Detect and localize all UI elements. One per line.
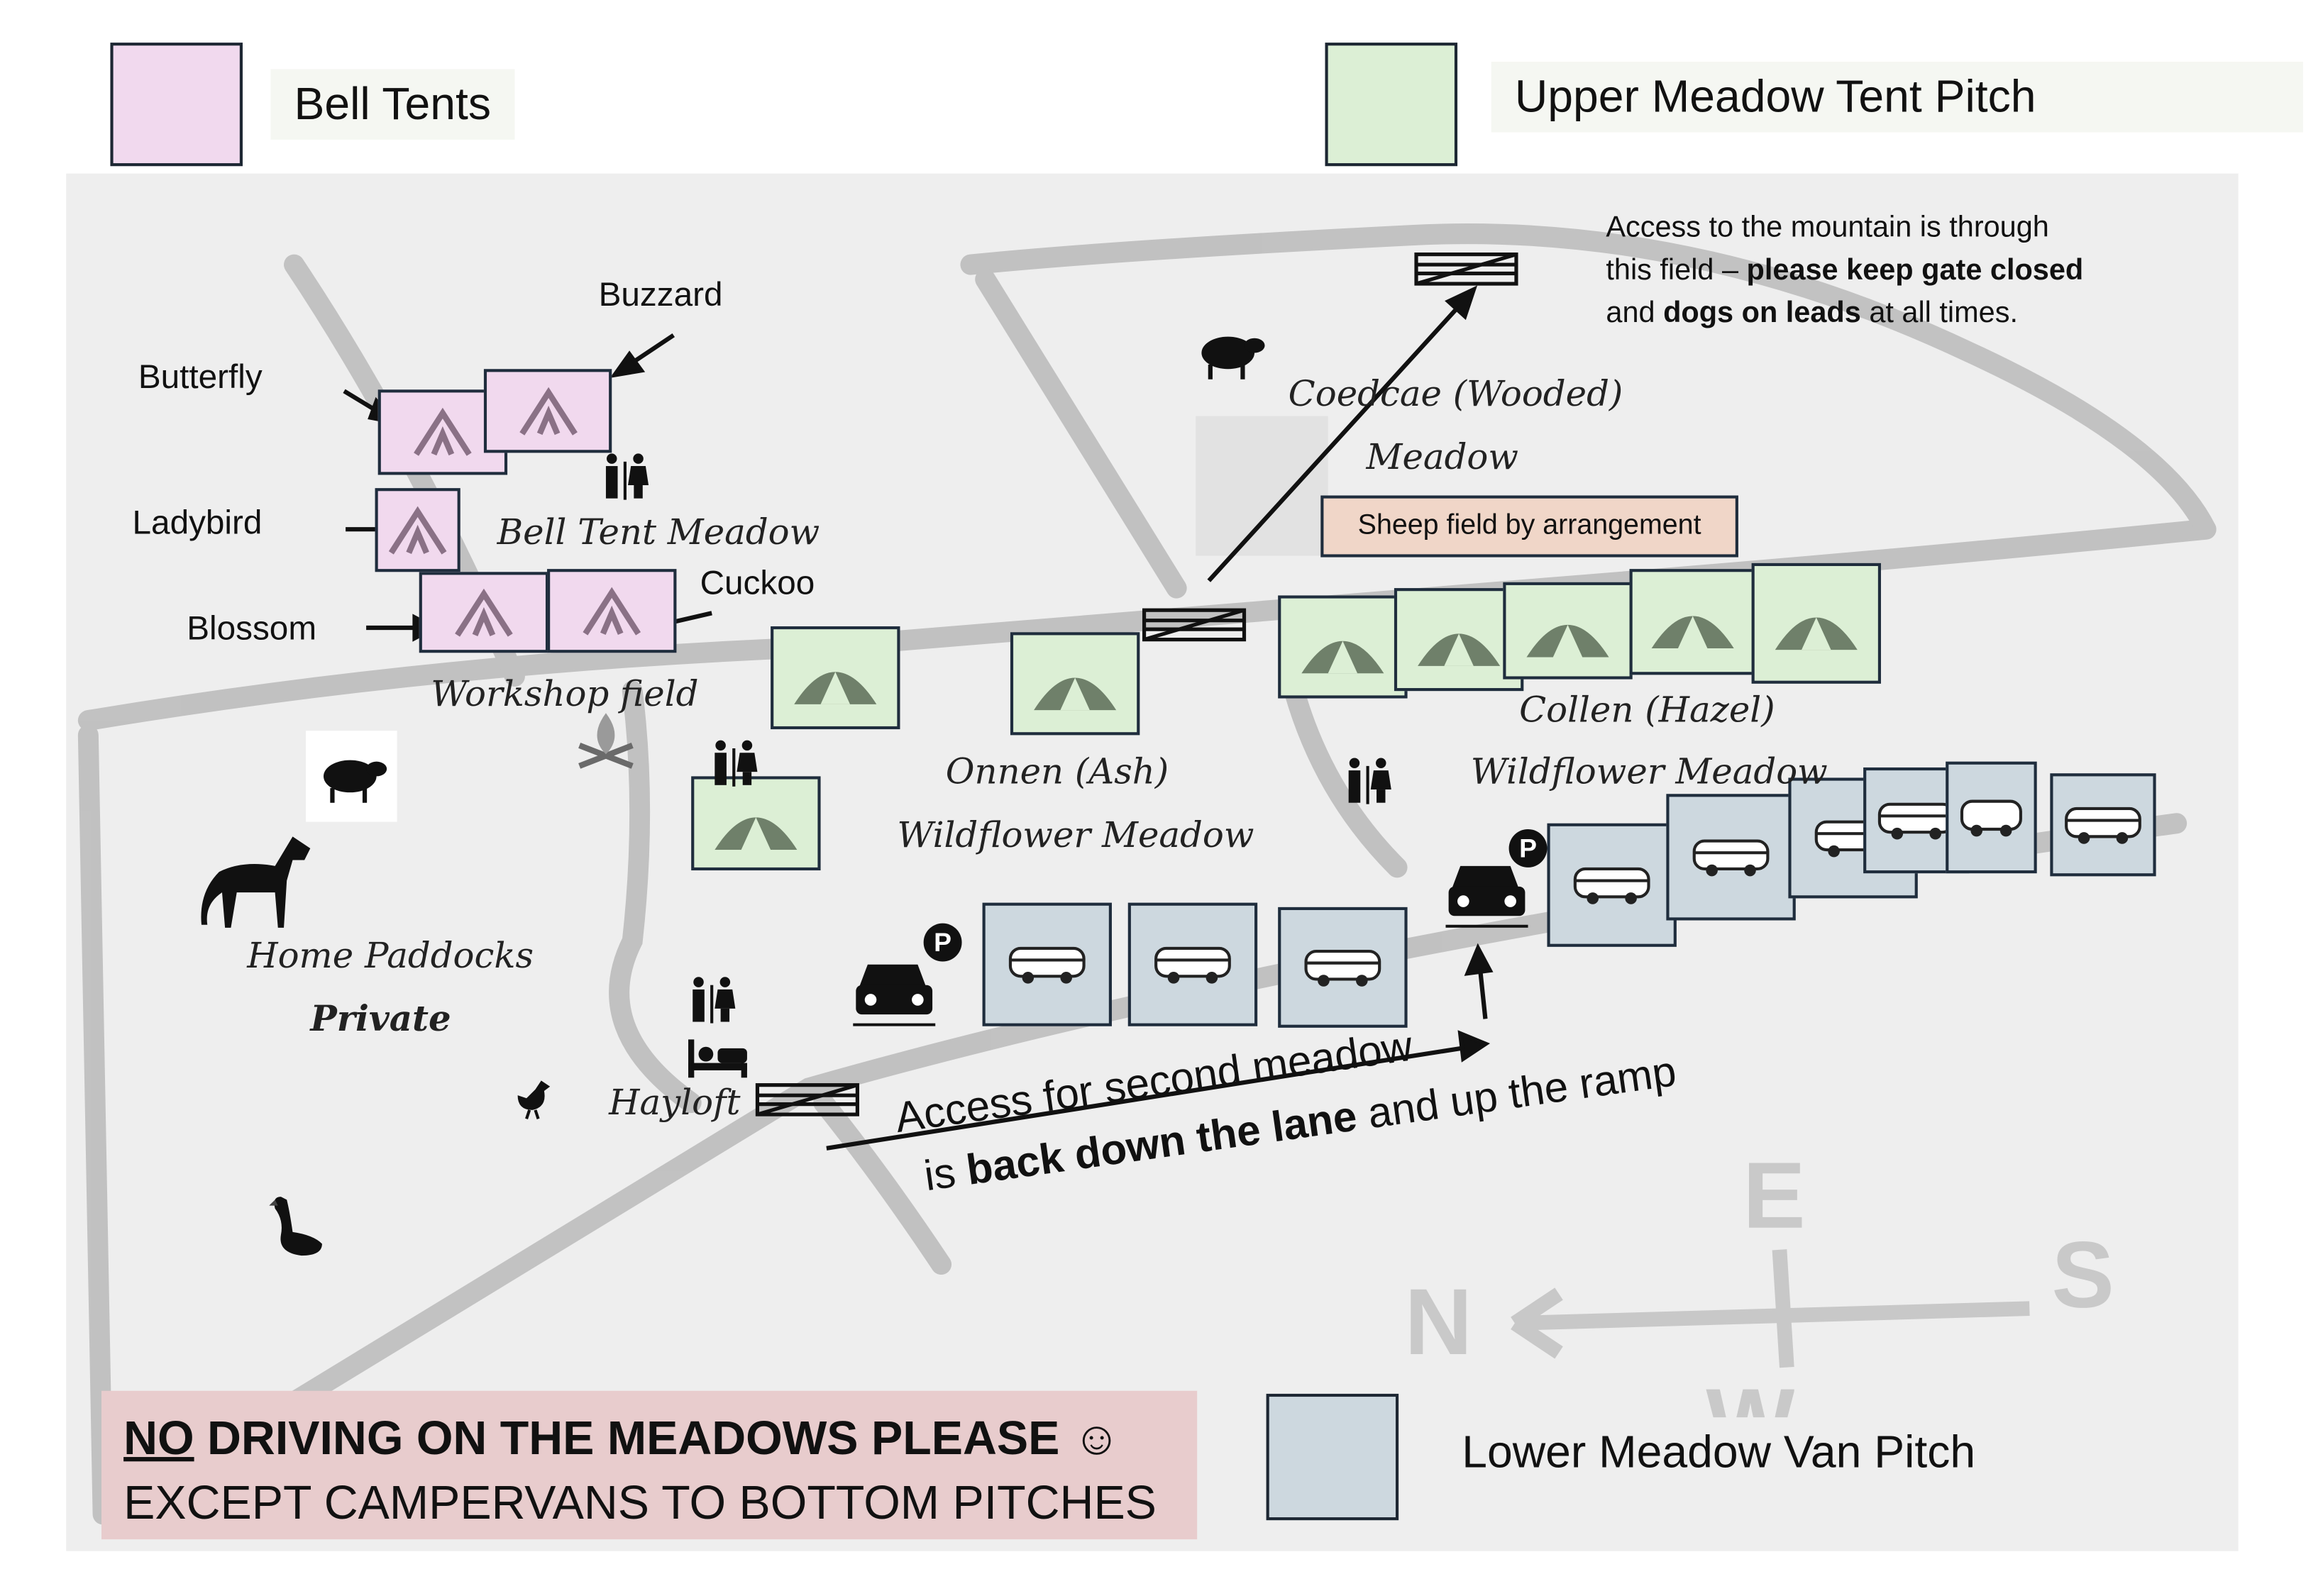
field-home-2: Private (310, 997, 451, 1040)
no-driving-warning: NO DRIVING ON THE MEADOWS PLEASE ☺ EXCEP… (101, 1390, 1198, 1540)
bell-tent-icon (519, 386, 577, 435)
note-text: this field – (1606, 254, 1747, 287)
warning-line-1: NO DRIVING ON THE MEADOWS PLEASE ☺ (123, 1406, 1175, 1470)
compass-s: S (2051, 1221, 2114, 1328)
legend-label-lower-meadow: Lower Meadow Van Pitch (1438, 1417, 1999, 1488)
dome-tent-icon (1526, 624, 1609, 658)
horse-icon (201, 836, 311, 928)
compass-w: W (1706, 1368, 1795, 1426)
dome-tent-icon (1418, 633, 1501, 666)
parking-sign: P (923, 923, 962, 962)
upper-meadow-tent-pitch[interactable] (1629, 569, 1755, 675)
campervan-icon (1960, 799, 2022, 837)
note-line: this field – please keep gate closed (1606, 250, 2083, 292)
mountain-access-note: Access to the mountain is through this f… (1606, 207, 2083, 335)
lower-meadow-van-pitch[interactable] (982, 902, 1112, 1026)
gate-icon (1414, 252, 1518, 286)
campervan-icon (1304, 949, 1381, 987)
legend-swatch-lower-meadow (1266, 1393, 1399, 1521)
campervan-icon (1692, 839, 1770, 877)
sheep-icon (1201, 336, 1265, 379)
upper-meadow-tent-pitch[interactable] (771, 626, 900, 730)
car-icon (1445, 865, 1528, 928)
lower-meadow-van-pitch[interactable] (2050, 773, 2156, 877)
legend-swatch-upper-meadow (1325, 43, 1458, 167)
toilets-icon (605, 453, 649, 500)
field-onnen-1: Onnen (Ash) (945, 751, 1169, 793)
label-cuckoo: Cuckoo (700, 563, 815, 602)
bell-tent-icon (388, 505, 447, 554)
campervan-icon (1877, 802, 1955, 840)
bed-icon (688, 1039, 747, 1078)
label-buzzard: Buzzard (598, 275, 723, 314)
bell-tent-icon (583, 586, 641, 635)
compass-e: E (1743, 1142, 1806, 1248)
dome-tent-icon (1301, 641, 1384, 674)
campfire-icon (578, 713, 634, 769)
dome-tent-icon (1650, 616, 1733, 649)
toilets-icon (715, 740, 758, 787)
legend-label-upper-meadow: Upper Meadow Tent Pitch (1491, 62, 2303, 133)
field-home-1: Home Paddocks (247, 935, 534, 977)
access-text: is (921, 1148, 971, 1201)
field-bell-tent-meadow: Bell Tent Meadow (497, 511, 820, 553)
bell-tent-icon (455, 587, 513, 636)
upper-meadow-tent-pitch[interactable] (1278, 595, 1408, 699)
note-line: and dogs on leads at all times. (1606, 292, 2083, 335)
field-onnen-2: Wildflower Meadow (897, 814, 1254, 856)
warning-text: DRIVING ON THE MEADOWS PLEASE ☺ (194, 1411, 1121, 1465)
field-coedcae-1: Coedcae (Wooded) (1288, 373, 1623, 415)
note-text: and (1606, 297, 1664, 330)
note-text: at all times. (1860, 297, 2018, 330)
label-hayloft: Hayloft (609, 1082, 741, 1124)
bell-tent-icon (414, 407, 472, 456)
toilets-icon (1348, 758, 1391, 804)
bell-tent-pitch-cuckoo[interactable] (547, 569, 677, 653)
lower-meadow-van-pitch[interactable] (1946, 761, 2037, 874)
upper-meadow-tent-pitch[interactable] (1010, 632, 1140, 736)
note-line: Access to the mountain is through (1606, 211, 2049, 245)
lower-meadow-van-pitch[interactable] (1666, 794, 1796, 921)
field-workshop: Workshop field (431, 673, 699, 715)
upper-meadow-tent-pitch[interactable] (691, 776, 821, 871)
toilets-icon (693, 977, 736, 1024)
lower-meadow-van-pitch[interactable] (1127, 902, 1258, 1026)
dome-tent-icon (1775, 617, 1858, 650)
parking-sign: P (1508, 829, 1548, 868)
bell-tent-pitch-ladybird[interactable] (375, 488, 460, 572)
warning-line-2: EXCEPT CAMPERVANS TO BOTTOM PITCHES (123, 1475, 1157, 1529)
sheep-field-label: Sheep field by arrangement (1320, 495, 1738, 558)
car-icon (853, 964, 936, 1026)
legend-label-bell-tents: Bell Tents (270, 69, 515, 140)
field-collen-1: Collen (Hazel) (1519, 689, 1775, 731)
dome-tent-icon (715, 817, 798, 850)
chicken-icon (517, 1080, 551, 1119)
warning-no: NO (123, 1411, 194, 1465)
gate-icon (755, 1083, 859, 1116)
upper-meadow-tent-pitch[interactable] (1503, 582, 1633, 680)
campervan-icon (1573, 867, 1650, 904)
campervan-icon (1154, 946, 1231, 984)
upper-meadow-tent-pitch[interactable] (1751, 563, 1881, 684)
label-blossom: Blossom (187, 609, 317, 647)
lower-meadow-van-pitch[interactable] (1547, 823, 1677, 947)
bell-tent-pitch-blossom[interactable] (419, 572, 549, 653)
field-coedcae-2: Meadow (1366, 436, 1518, 478)
label-butterfly: Butterfly (138, 357, 263, 396)
note-bold: dogs on leads (1663, 297, 1861, 330)
gate-icon (1142, 608, 1247, 642)
label-ladybird: Ladybird (132, 502, 263, 541)
dome-tent-icon (1034, 677, 1117, 711)
note-bold: please keep gate closed (1746, 254, 2084, 287)
legend-swatch-bell-tents (110, 43, 243, 167)
sheep-icon (323, 760, 387, 803)
compass-n: N (1404, 1268, 1473, 1375)
goose-icon (269, 1197, 322, 1256)
campervan-icon (1008, 946, 1086, 984)
bell-tent-pitch-buzzard[interactable] (483, 369, 612, 453)
field-collen-2: Wildflower Meadow (1470, 751, 1828, 793)
dome-tent-icon (794, 672, 877, 704)
lower-meadow-van-pitch[interactable] (1278, 907, 1408, 1028)
campervan-icon (2065, 807, 2141, 844)
